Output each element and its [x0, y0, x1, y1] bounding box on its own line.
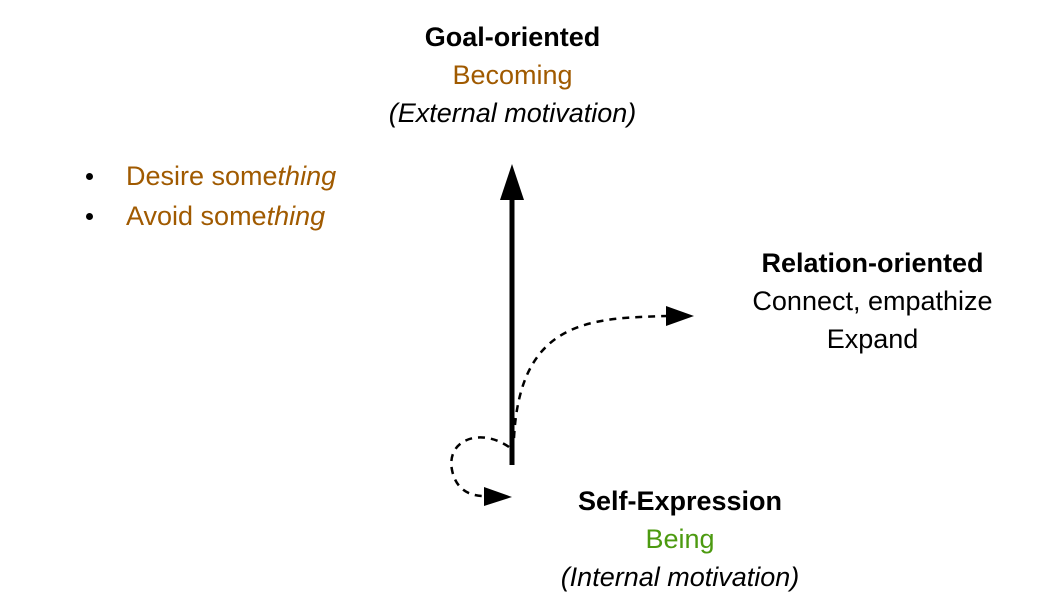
relation-title: Relation-oriented	[761, 248, 984, 278]
bullet-desire: Desire something	[86, 156, 336, 196]
relation-line1: Connect, empathize	[752, 286, 993, 316]
bullet-dot-icon	[86, 173, 93, 180]
relation-arrow-head	[666, 306, 694, 326]
relation-dashed-arrow	[512, 314, 669, 439]
bullet-dot-icon	[86, 213, 93, 220]
relation-line2: Expand	[826, 324, 919, 354]
self-expression-label: Self-Expression Being (Internal motivati…	[520, 482, 840, 596]
self-note: (Internal motivation)	[560, 562, 800, 592]
self-subtitle: Being	[645, 524, 715, 554]
self-title: Self-Expression	[577, 486, 783, 516]
self-loop-dashed-arrow	[450, 436, 510, 498]
goal-subtitle: Becoming	[452, 60, 573, 90]
goal-bullet-list: Desire something Avoid something	[86, 156, 336, 236]
bullet-avoid-prefix: Avoid some	[126, 201, 267, 231]
goal-note: (External motivation)	[388, 98, 637, 128]
bullet-desire-suffix: thing	[277, 161, 337, 191]
self-loop-arrow-head	[484, 487, 512, 506]
goal-title: Goal-oriented	[424, 22, 601, 52]
goal-oriented-label: Goal-oriented Becoming (External motivat…	[360, 18, 665, 132]
vertical-arrow-head	[500, 164, 524, 200]
relation-oriented-label: Relation-oriented Connect, empathize Exp…	[720, 244, 1025, 358]
bullet-avoid: Avoid something	[86, 196, 336, 236]
bullet-avoid-suffix: thing	[266, 201, 326, 231]
bullet-desire-prefix: Desire some	[126, 161, 278, 191]
